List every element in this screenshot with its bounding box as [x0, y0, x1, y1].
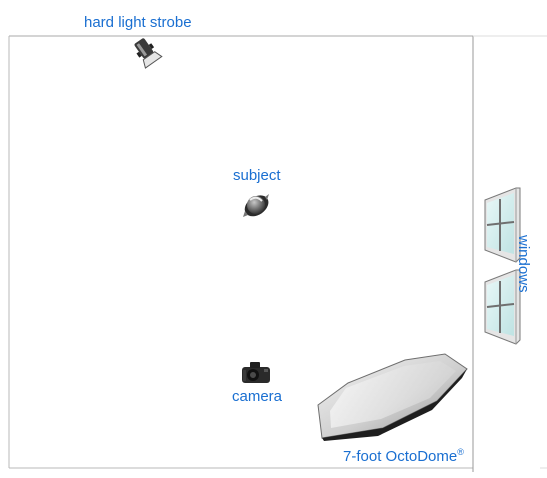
room-outline — [8, 35, 547, 472]
camera-label: camera — [232, 388, 283, 405]
windows-label: windows — [515, 235, 532, 293]
registered-mark: ® — [457, 447, 464, 457]
strobe-label: hard light strobe — [84, 14, 192, 31]
subject-icon — [243, 194, 269, 217]
octodome-label: 7-foot OctoDome® — [343, 443, 464, 466]
camera-icon — [242, 362, 270, 383]
window-upper-icon — [484, 187, 521, 263]
window-lower-icon — [484, 269, 521, 345]
octodome-label-text: 7-foot OctoDome — [343, 448, 458, 465]
subject-label: subject — [233, 167, 281, 184]
strobe-icon — [134, 38, 163, 69]
octodome-icon — [317, 353, 468, 441]
